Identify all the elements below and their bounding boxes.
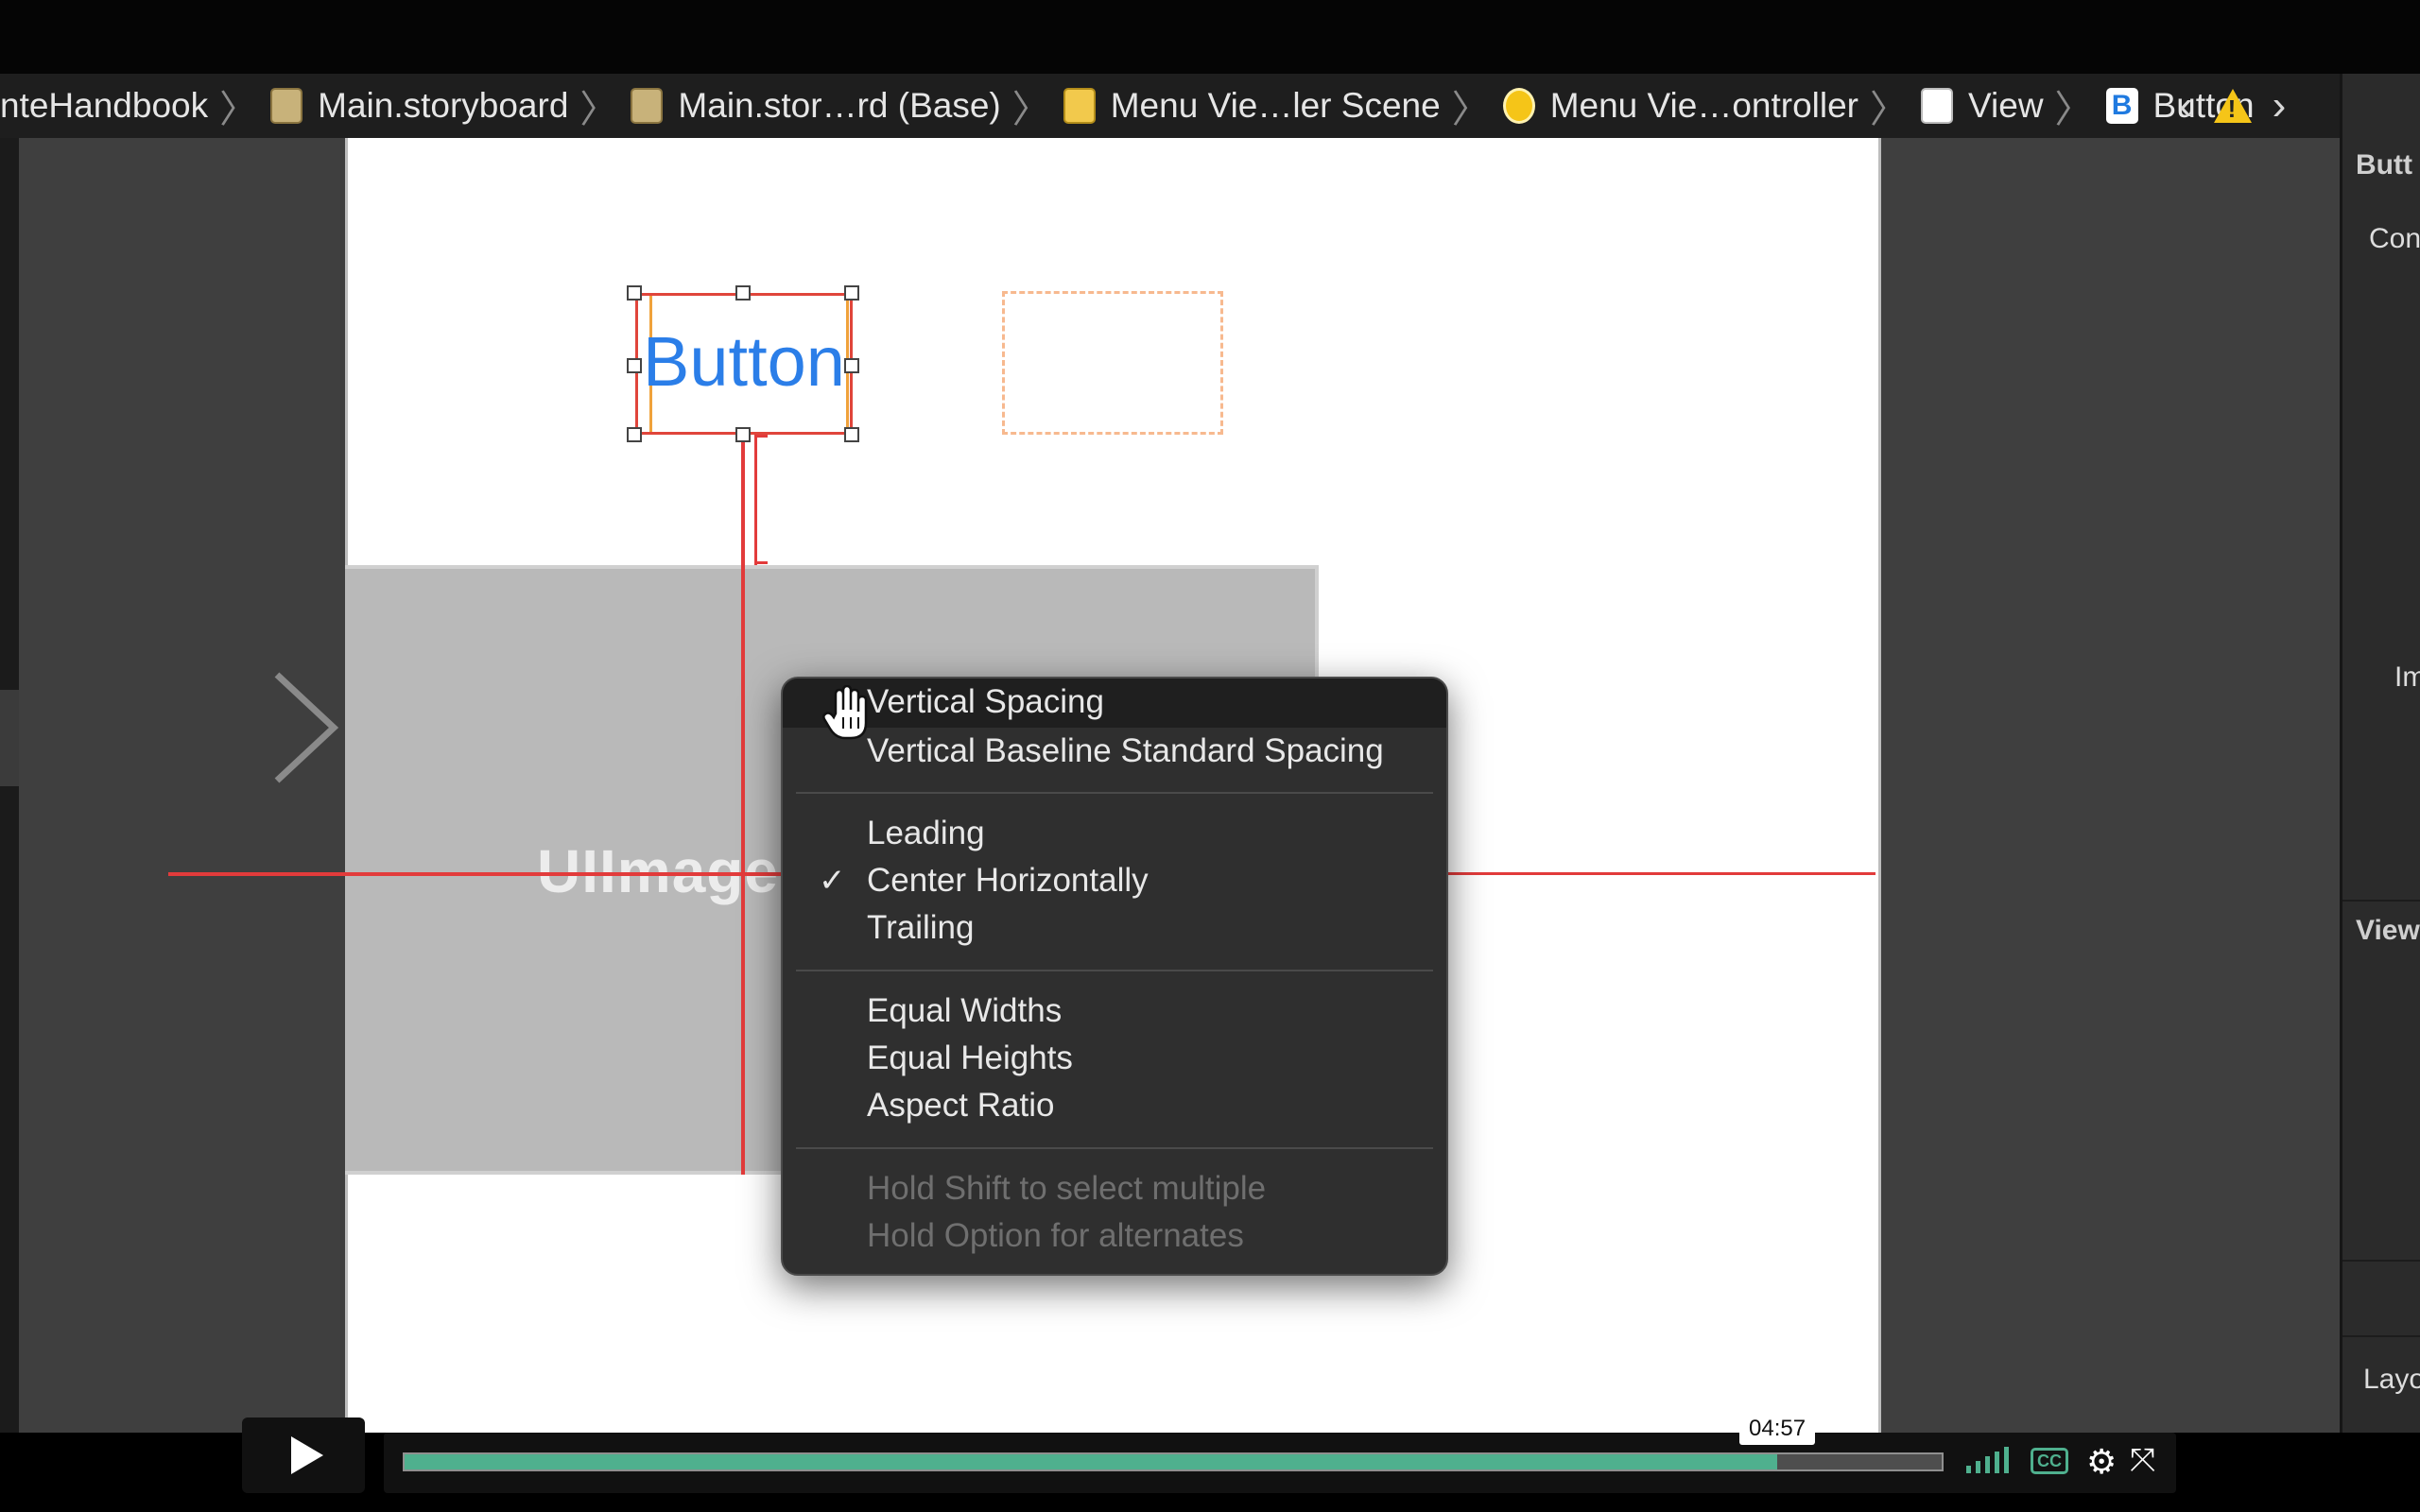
menu-hint-shift: Hold Shift to select multiple — [867, 1170, 1267, 1207]
time-tooltip: 04:57 — [1739, 1413, 1816, 1445]
resize-handle[interactable] — [735, 285, 751, 301]
storyboard-file-icon — [270, 88, 303, 124]
view-icon — [1921, 88, 1954, 124]
menu-separator — [796, 1147, 1433, 1149]
inspector-divider — [2342, 900, 2420, 902]
closed-captions-button[interactable]: CC — [2031, 1448, 2068, 1474]
breadcrumb-label: Main.stor…rd (Base) — [678, 86, 1001, 125]
menu-item-trailing[interactable]: Trailing — [867, 909, 975, 946]
breadcrumb-view-controller[interactable]: Menu Vie…ontroller 〉 — [1502, 74, 1921, 138]
menu-item-center-horizontally[interactable]: ✓ Center Horizontally — [783, 857, 1446, 904]
top-black-strip — [0, 0, 2420, 74]
issue-navigator: ‹ ! › — [2179, 74, 2340, 138]
button-bounds-left — [649, 295, 652, 432]
vertical-spacing-cap — [754, 561, 768, 564]
inspector-section-button: Butt — [2356, 149, 2412, 180]
menu-item-equal-heights[interactable]: Equal Heights — [867, 1040, 1073, 1076]
inspector-section-layout: Layo — [2363, 1364, 2420, 1395]
breadcrumb-label: View — [1968, 86, 2044, 125]
inspector-section-view: View — [2356, 915, 2420, 946]
breadcrumb-label: Menu Vie…ler Scene — [1110, 86, 1441, 125]
constraint-context-menu: Vertical Spacing Vertical Baseline Stand… — [781, 677, 1448, 1276]
breadcrumb-label: Menu Vie…ontroller — [1549, 86, 1859, 125]
resize-handle[interactable] — [627, 358, 642, 373]
play-icon — [291, 1436, 323, 1474]
breadcrumb-button[interactable]: B Button — [2105, 74, 2255, 138]
center-guide-horizontal-left — [168, 872, 781, 876]
menu-item-aspect-ratio[interactable]: Aspect Ratio — [867, 1087, 1055, 1124]
resize-handle[interactable] — [627, 427, 642, 442]
resize-handle[interactable] — [844, 358, 859, 373]
resize-handle[interactable] — [844, 427, 859, 442]
chevron-right-icon: 〉 — [1451, 89, 1490, 130]
resize-handle[interactable] — [735, 427, 751, 442]
button-title[interactable]: Button — [643, 322, 845, 401]
inspector-divider — [2342, 1335, 2420, 1337]
attributes-inspector: Butt Con Im View Layo — [2340, 74, 2420, 1433]
hand-cursor-icon — [822, 685, 868, 740]
breadcrumb-main-storyboard[interactable]: Main.storyboard 〉 — [270, 74, 631, 138]
fullscreen-icon[interactable]: ⤧ — [2130, 1442, 2156, 1478]
scene-icon — [1063, 88, 1096, 124]
placeholder-view[interactable] — [1002, 291, 1223, 435]
inspector-divider — [2342, 1260, 2420, 1262]
chevron-right-icon: 〉 — [1870, 89, 1909, 130]
breadcrumb-main-storyboard-base[interactable]: Main.stor…rd (Base) 〉 — [631, 74, 1063, 138]
view-controller-icon — [1502, 88, 1535, 124]
play-button[interactable] — [242, 1418, 365, 1493]
jump-bar: nteHandbook 〉 Main.storyboard 〉 Main.sto… — [0, 74, 2340, 138]
menu-item-vertical-baseline-standard-spacing[interactable]: Vertical Baseline Standard Spacing — [867, 732, 1384, 769]
menu-item-equal-widths[interactable]: Equal Widths — [867, 992, 1063, 1029]
menu-separator — [796, 970, 1433, 971]
breadcrumb-view[interactable]: View 〉 — [1921, 74, 2106, 138]
chevron-right-icon: 〉 — [219, 89, 258, 130]
menu-item-leading[interactable]: Leading — [867, 815, 985, 851]
chevron-right-icon[interactable]: › — [2272, 82, 2287, 129]
chevron-right-icon: 〉 — [579, 89, 618, 130]
storyboard-file-icon — [631, 88, 664, 124]
warning-icon[interactable]: ! — [2213, 89, 2252, 123]
button-icon: B — [2105, 88, 2138, 124]
resize-handle[interactable] — [627, 285, 642, 301]
menu-hint-option: Hold Option for alternates — [867, 1217, 1244, 1254]
image-view-label: UIImage — [537, 837, 779, 905]
left-panel-selection — [0, 690, 19, 786]
vertical-spacing-cap — [754, 435, 768, 438]
gear-icon[interactable]: ⚙ — [2086, 1442, 2118, 1481]
breadcrumb-project[interactable]: nteHandbook 〉 — [0, 74, 270, 138]
inspector-label-image: Im — [2394, 662, 2420, 693]
volume-icon[interactable] — [1966, 1447, 2009, 1473]
vertical-spacing-line — [754, 435, 757, 565]
inspector-label-content: Con — [2369, 223, 2420, 254]
breadcrumb-label: nteHandbook — [0, 86, 209, 125]
breadcrumb-label: Main.storyboard — [318, 86, 569, 125]
chevron-right-icon: 〉 — [1011, 89, 1050, 130]
chevron-left-icon[interactable]: ‹ — [2179, 82, 2193, 129]
checkmark-icon: ✓ — [819, 863, 846, 899]
menu-separator — [796, 792, 1433, 794]
chevron-right-icon: 〉 — [2054, 89, 2093, 130]
center-guide-vertical — [741, 435, 745, 1175]
resize-handle[interactable] — [844, 285, 859, 301]
center-guide-horizontal-right — [1448, 872, 1876, 875]
menu-item-vertical-spacing[interactable]: Vertical Spacing — [783, 679, 1446, 728]
progress-fill — [405, 1454, 1777, 1469]
entry-point-arrow-icon[interactable] — [26, 662, 348, 794]
breadcrumb-scene[interactable]: Menu Vie…ler Scene 〉 — [1063, 74, 1503, 138]
